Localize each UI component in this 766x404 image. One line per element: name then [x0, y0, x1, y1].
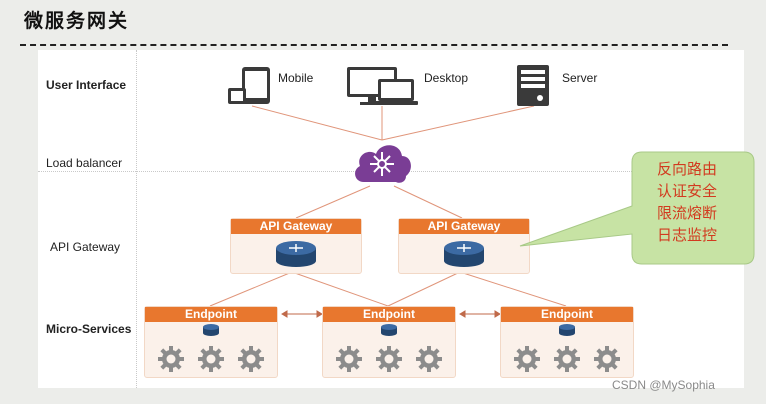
gear-icon: [415, 345, 443, 378]
endpoint-header: Endpoint: [501, 307, 633, 322]
watermark: CSDN @MySophia: [612, 378, 715, 392]
gear-icon: [237, 345, 265, 378]
endpoint-card-1: Endpoint: [144, 306, 278, 378]
endpoint-header: Endpoint: [145, 307, 277, 322]
layer-label-user-interface: User Interface: [46, 78, 127, 92]
callout-line: 反向路由: [656, 160, 717, 178]
gear-icon: [553, 345, 581, 378]
endpoint-card-2: Endpoint: [322, 306, 456, 378]
api-gateway-card-2: API Gateway: [398, 218, 530, 274]
callout-line: 认证安全: [656, 182, 717, 200]
api-gateway-card-1: API Gateway: [230, 218, 362, 274]
api-gateway-header: API Gateway: [231, 219, 361, 234]
column-divider: [136, 50, 137, 388]
server-tower-icon: [514, 64, 554, 113]
router-icon: [275, 239, 317, 274]
title-divider: [20, 44, 728, 46]
gear-icon: [157, 345, 185, 378]
gear-icon: [335, 345, 363, 378]
gear-icon: [593, 345, 621, 378]
client-label-mobile: Mobile: [278, 71, 314, 85]
router-icon: [443, 239, 485, 274]
router-icon: [380, 323, 398, 342]
layer-label-micro-services: Micro-Services: [46, 322, 132, 336]
callout-bubble: [519, 151, 755, 265]
layer-label-api-gateway: API Gateway: [50, 240, 121, 254]
endpoint-card-3: Endpoint: [500, 306, 634, 378]
slide-title: 微服务网关: [24, 10, 130, 32]
router-icon: [202, 323, 220, 342]
desktop-laptop-icon: [346, 66, 420, 111]
api-gateway-header: API Gateway: [399, 219, 529, 234]
endpoint-header: Endpoint: [323, 307, 455, 322]
gear-icon: [375, 345, 403, 378]
gear-icon: [513, 345, 541, 378]
router-icon: [558, 323, 576, 342]
callout-line: 日志监控: [656, 226, 717, 244]
gear-icon: [197, 345, 225, 378]
client-label-desktop: Desktop: [424, 71, 469, 85]
callout-line: 限流熔断: [656, 204, 717, 222]
layer-label-load-balancer: Load balancer: [46, 156, 123, 170]
client-label-server: Server: [562, 71, 598, 85]
callout-text: 反向路由 认证安全 限流熔断 日志监控: [626, 158, 748, 246]
tablet-phone-icon: [226, 66, 272, 111]
cloud-network-icon: [350, 136, 414, 193]
